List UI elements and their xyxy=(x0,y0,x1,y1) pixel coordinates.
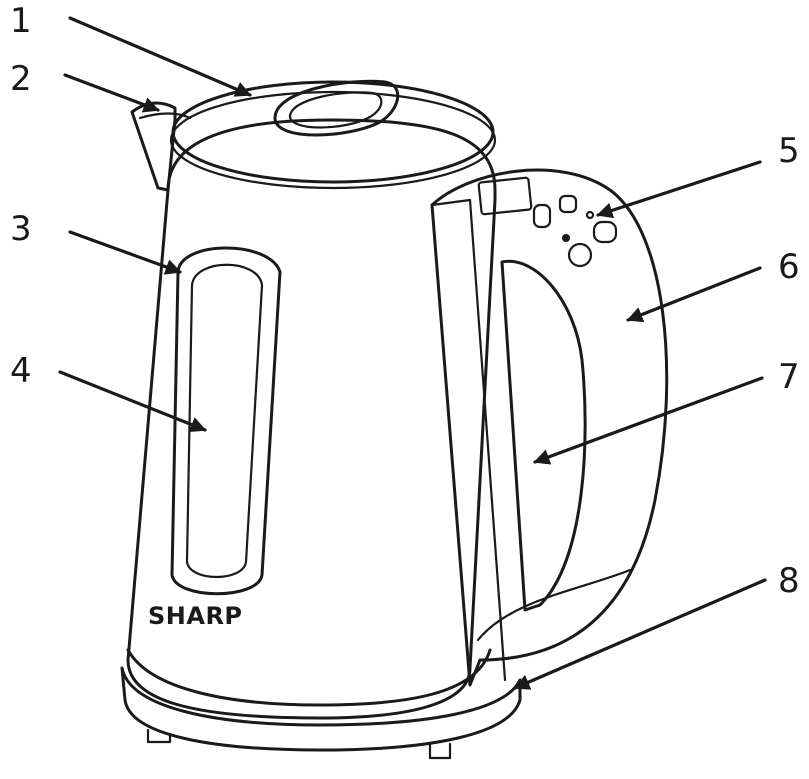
water-window-inner xyxy=(185,263,264,579)
leader-line-3 xyxy=(68,230,182,275)
leader-line-4 xyxy=(58,370,207,433)
kettle-spout-lip xyxy=(138,112,192,120)
leader-line-6 xyxy=(626,266,762,323)
callout-4: 4 xyxy=(10,351,32,391)
leader-line-5 xyxy=(596,160,762,219)
lid-grip xyxy=(273,79,400,137)
callout-numbers: 1 2 3 4 5 6 7 8 xyxy=(10,1,800,601)
water-window-outer xyxy=(170,246,282,596)
kettle-foot-left xyxy=(146,728,172,744)
kettle-handle xyxy=(430,168,669,687)
kettle-illustration: SHARP xyxy=(120,79,669,760)
brand-logo: SHARP xyxy=(148,602,243,630)
leader-line-7 xyxy=(533,376,764,465)
callout-1: 1 xyxy=(10,1,32,41)
small-indicator xyxy=(585,210,595,220)
handle-grip-opening xyxy=(500,259,587,612)
kettle-base xyxy=(120,666,522,752)
control-panel xyxy=(477,176,618,268)
kettle-base-band xyxy=(126,648,492,707)
start-button xyxy=(567,242,593,268)
display-screen xyxy=(477,176,533,216)
kettle-foot-right xyxy=(428,742,452,760)
indicator-light xyxy=(562,234,570,242)
kettle-lid-rim xyxy=(169,90,497,190)
mode-button xyxy=(558,194,578,214)
kettle-handle-front xyxy=(430,198,507,682)
keep-warm-button xyxy=(592,220,618,244)
callout-3: 3 xyxy=(10,209,32,249)
callout-2: 2 xyxy=(10,59,32,99)
leader-line-1 xyxy=(68,16,252,97)
callout-6: 6 xyxy=(778,247,800,287)
kettle-body xyxy=(126,118,497,720)
leader-line-8 xyxy=(513,578,767,690)
callout-8: 8 xyxy=(778,561,800,601)
handle-grip-curve xyxy=(476,568,632,642)
leader-line-2 xyxy=(63,73,160,113)
callout-7: 7 xyxy=(778,357,800,397)
temperature-button xyxy=(532,203,552,229)
kettle-spout xyxy=(130,101,177,192)
leader-lines xyxy=(58,16,767,690)
callout-5: 5 xyxy=(778,131,800,171)
lid-grip-inner xyxy=(288,91,383,129)
